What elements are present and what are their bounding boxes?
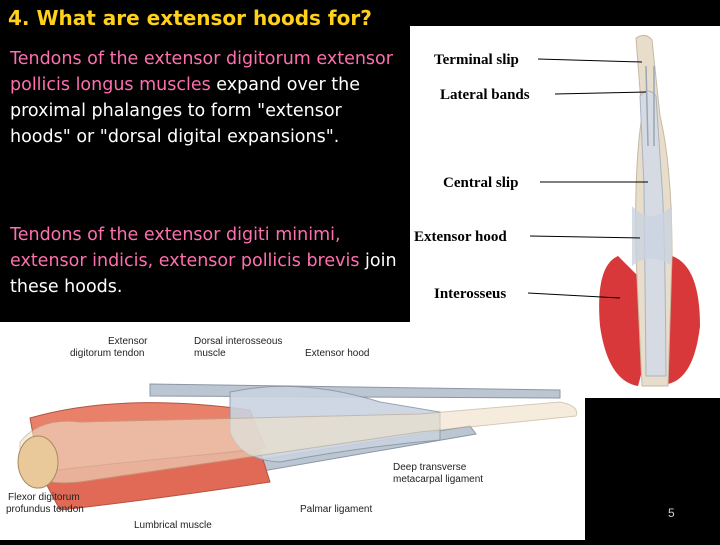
label-dorsal-interosseous-2: muscle (194, 348, 226, 359)
label-flexor-digitorum-1: Flexor digitorum (8, 492, 80, 503)
leader-line (527, 292, 621, 299)
lateral-bands (645, 65, 655, 147)
label-terminal-slip: Terminal slip (434, 52, 519, 68)
leader-line (529, 235, 641, 239)
label-extensor-digitorum-1: Extensor (108, 336, 148, 347)
label-palmar-ligament: Palmar ligament (300, 504, 372, 515)
finger-lateral-view-figure: Extensor digitorum tendon Dorsal interos… (0, 322, 585, 540)
leader-line (537, 58, 643, 63)
label-dorsal-interosseous-1: Dorsal interosseous (194, 336, 282, 347)
label-lateral-bands: Lateral bands (440, 87, 530, 103)
slide-title: 4. What are extensor hoods for? (8, 6, 372, 30)
label-extensor-hood: Extensor hood (414, 229, 507, 245)
paragraph-joining-tendons: Tendons of the extensor digiti minimi, e… (10, 222, 405, 300)
label-flexor-digitorum-2: profundus tendon (6, 504, 84, 515)
label-central-slip: Central slip (443, 175, 518, 191)
extensor-hood (632, 206, 672, 266)
leader-line (554, 91, 647, 95)
highlighted-tendon-names: Tendons of the extensor digiti minimi, e… (10, 225, 360, 271)
label-extensor-digitorum-2: digitorum tendon (70, 348, 145, 359)
paragraph-extensor-hoods: Tendons of the extensor digitorum extens… (10, 46, 405, 150)
interosseus-muscle-left (599, 256, 649, 386)
label-interosseus: Interosseus (434, 286, 506, 302)
label-lumbrical-muscle: Lumbrical muscle (134, 520, 212, 531)
label-extensor-hood-bottom: Extensor hood (305, 348, 370, 359)
paragraph-text: join these hoods. (10, 251, 397, 297)
bone-cross-section (17, 435, 59, 489)
slide-number: 5 (668, 506, 675, 520)
highlighted-tendon-names: Tendons of the extensor digitorum extens… (10, 49, 393, 95)
label-deep-transverse-1: Deep transverse (393, 462, 467, 473)
paragraph-text: expand over the proximal phalanges to fo… (10, 75, 361, 147)
label-deep-transverse-2: metacarpal ligament (393, 474, 483, 485)
